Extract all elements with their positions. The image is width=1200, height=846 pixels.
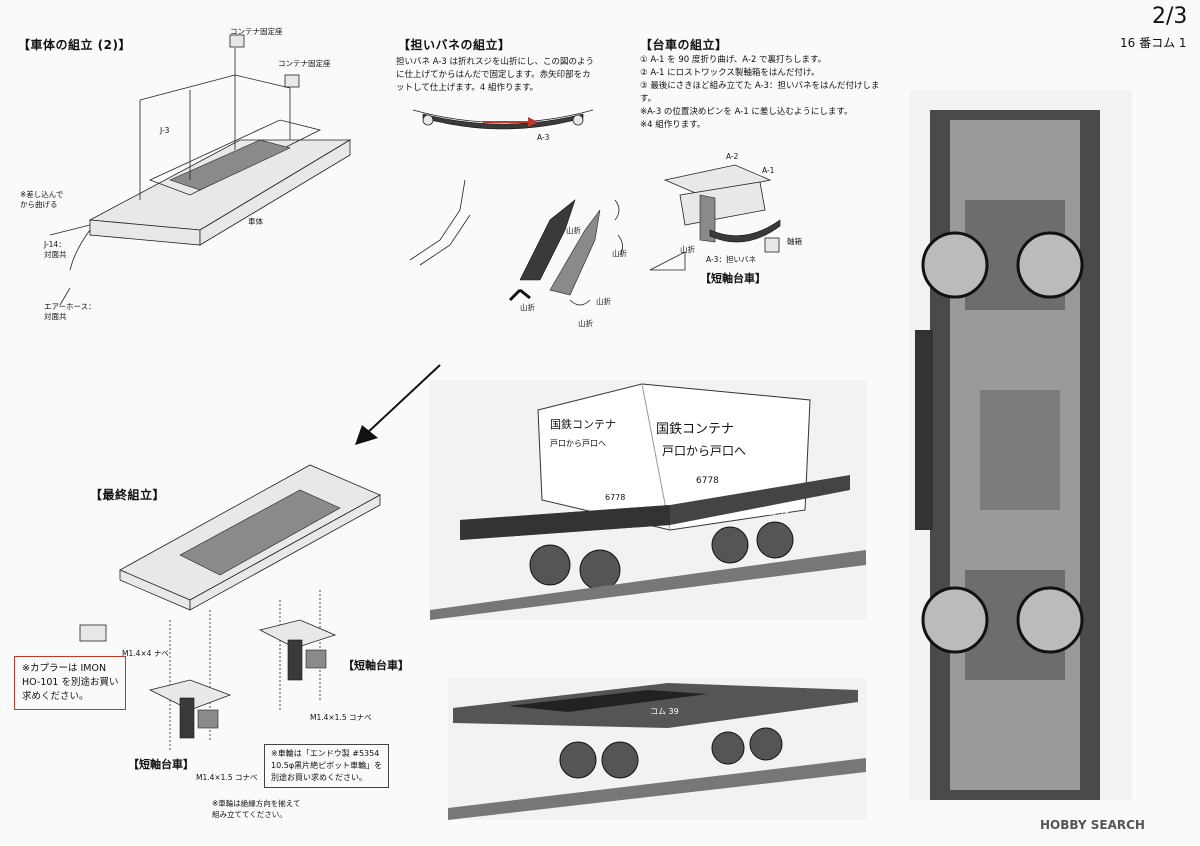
container-number-1: 6778 (605, 493, 626, 502)
label-mountain-fold-2: 山折 (612, 249, 627, 258)
label-mountain-fold-4: 山折 (596, 297, 611, 306)
bogie-step-2: ② A-1 にロストワックス製軸箱をはんだ付け。 (640, 68, 820, 78)
assembly-arrow (355, 364, 441, 445)
container-text-side-2: 戸口から戸口へ (550, 439, 606, 448)
label-screw-1: M1.4×4 ナベ (122, 649, 169, 658)
bogie-title-label: 【短軸台車】 (700, 272, 766, 285)
photo-underside-drawing (915, 110, 1100, 800)
bogie-part-2 (258, 619, 337, 681)
spring-fold-diagram (409, 179, 623, 306)
bogie-part-1 (148, 679, 232, 739)
bogie-step-5: ※4 組作ります。 (640, 120, 706, 130)
container-seat-part-2 (284, 74, 300, 88)
label-short-bogie-2: 【短軸台車】 (343, 659, 409, 672)
car-number-2: コム 39 (650, 707, 679, 716)
container-text-side-1: 国鉄コンテナ (550, 418, 616, 431)
label-body: 車体 (248, 217, 263, 226)
photo-car-flat-drawing (448, 683, 866, 820)
label-mountain-fold-3: 山折 (520, 303, 535, 312)
bogie-step-4: ※A-3 の位置決めピンを A-1 に差し込むようにします。 (640, 107, 853, 117)
label-short-bogie-3: 【短軸台車】 (128, 758, 194, 771)
label-a1: A-1 (762, 166, 775, 175)
coupler-part (79, 624, 107, 642)
body-frame-diagram (49, 34, 352, 306)
section-title-bogie: 【台車の組立】 (640, 38, 728, 52)
label-j14: J-14： 対面共 (44, 240, 67, 259)
label-a3: A-3 (537, 133, 550, 142)
wheel-direction-note: ※車輪は絶縁方向を揃えて 組み立ててください。 (212, 799, 301, 819)
photo-car-with-container-drawing (430, 383, 866, 620)
leaf-spring-diagram (412, 109, 594, 130)
spring-instructions: 担いバネ A-3 は折れスジを山折にし、この図のように仕上げてからはんだで固定し… (396, 57, 595, 93)
photo-car-with-container: 国鉄コンテナ 戸口から戸口へ 国鉄コンテナ 戸口から戸口へ 6778 6778 … (430, 380, 866, 620)
label-air-hose: エアーホース： 対面共 (44, 302, 96, 321)
label-container-seat-1: コンテナ固定座 (230, 27, 283, 36)
coupler-note-box: ※カプラーは IMON HO-101 を別途お買い 求めください。 (14, 656, 127, 710)
label-screw-2: M1.4×1.5 コナベ (310, 713, 372, 722)
label-mountain-fold-1: 山折 (566, 226, 581, 235)
photo-car-flat: コム 39 (448, 678, 866, 820)
section-title-spring: 【担いバネの組立】 (398, 38, 511, 52)
container-text-front-1: 国鉄コンテナ (656, 422, 735, 437)
watermark: HOBBY SEARCH (1040, 818, 1145, 832)
section-title-final: 【最終組立】 (90, 488, 166, 502)
label-mountain-fold-5: 山折 (578, 319, 593, 328)
label-mountain-fold-bogie: 山折 (680, 245, 695, 254)
label-a3-spring: A-3：担いバネ (706, 255, 756, 264)
bogie-step-1: ① A-1 を 90 度折り曲げ、A-2 で裏打ちします。 (640, 55, 827, 65)
container-number-2: 6778 (696, 476, 719, 486)
label-insert-bend: ※差し込んで から曲げる (20, 190, 64, 209)
label-a2: A-2 (726, 152, 739, 161)
bogie-exploded-diagram (649, 164, 781, 271)
label-axlebox: 軸箱 (787, 237, 802, 246)
label-screw-3: M1.4×1.5 コナベ (196, 773, 258, 782)
car-number-1: コム 39 (760, 508, 789, 517)
bogie-steps: ① A-1 を 90 度折り曲げ、A-2 で裏打ちします。 ② A-1 にロスト… (640, 54, 880, 132)
label-j3: J-3 (160, 126, 170, 135)
final-assembly-diagram (79, 464, 381, 750)
container-seat-part-1 (229, 34, 245, 48)
product-name: 16 番コム 1 (1120, 36, 1187, 50)
container-text-front-2: 戸口から戸口へ (662, 444, 747, 458)
page-number: 2/3 (1152, 4, 1188, 29)
label-container-seat-2: コンテナ固定座 (278, 59, 331, 68)
section-title-body2: 【車体の組立 (2)】 (18, 38, 131, 52)
frame-top-plate (88, 139, 352, 231)
wheel-note-box: ※車輪は「エンドウ製 #5354 10.5φ黒片絶ピボット車輪」を 別途お買い求… (264, 744, 390, 788)
photo-underside (910, 90, 1132, 800)
bogie-step-3: ③ 最後にさきほど組み立てた A-3：担いバネをはんだ付けします。 (640, 81, 880, 104)
